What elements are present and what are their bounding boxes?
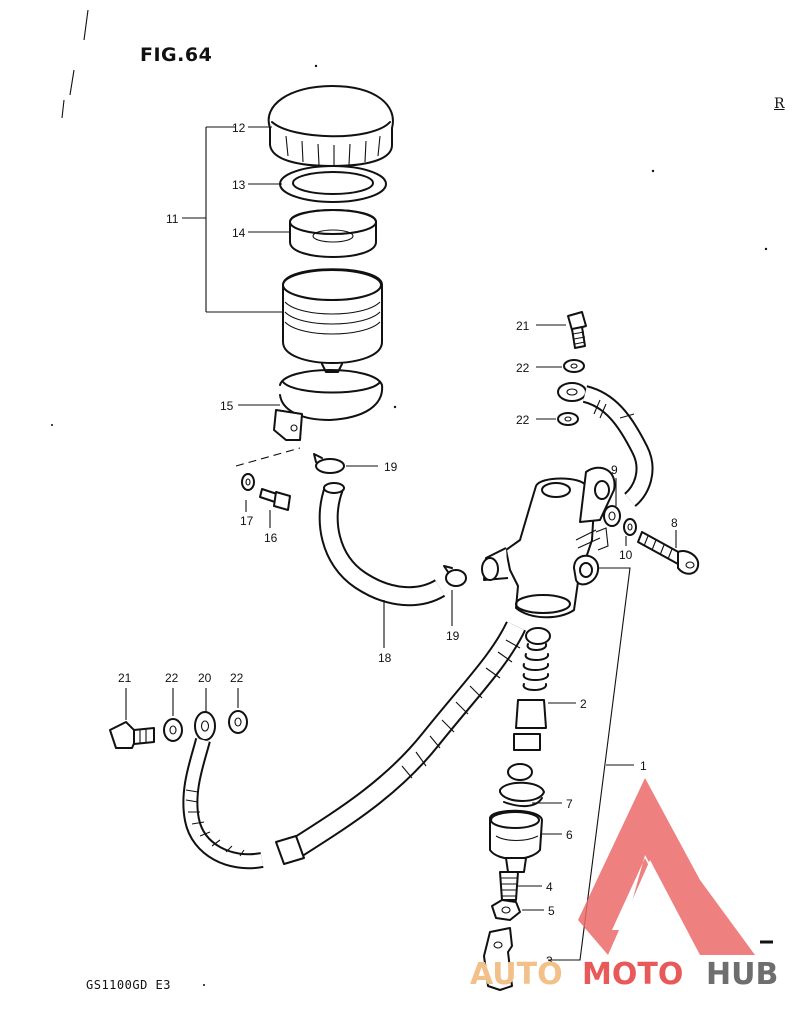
- callout-22-middle: 22: [516, 413, 530, 427]
- banjo-hose-20: [182, 711, 264, 870]
- reservoir-band: [273, 369, 384, 441]
- push-rod-4: [499, 871, 519, 901]
- callout-5: 5: [548, 904, 555, 918]
- callout-11: 11: [166, 212, 179, 226]
- leader-lines: [125, 126, 677, 961]
- watermark-word-3: HUB: [706, 957, 778, 992]
- corner-mark: R: [774, 96, 785, 112]
- gasket-ring: [279, 165, 387, 203]
- callout-3: 3: [546, 954, 553, 968]
- callout-13: 13: [232, 178, 246, 192]
- callout-4: 4: [546, 880, 553, 894]
- sealing-washer-22-right: [228, 710, 248, 734]
- callout-16: 16: [264, 531, 278, 545]
- washer-10: [623, 518, 637, 536]
- banjo-bolt-21-upper: [567, 311, 587, 349]
- callout-labels: 12 13 14 11 15 17 16 19 18 19 21 22 22 9…: [118, 121, 678, 968]
- callout-14: 14: [232, 226, 246, 240]
- callout-22-lower-left: 22: [165, 671, 179, 685]
- callout-15: 15: [220, 399, 234, 413]
- brake-hose-long: [275, 621, 526, 865]
- callout-22-lower-right: 22: [230, 671, 244, 685]
- callout-6: 6: [566, 828, 573, 842]
- watermark-word-2: MOTO: [582, 957, 683, 992]
- callout-10: 10: [619, 548, 633, 562]
- watermark-logo: [578, 778, 755, 955]
- mounting-bolt-8: [637, 531, 700, 575]
- circlip-7: [499, 763, 545, 808]
- watermark-triangle-icon: [578, 778, 755, 955]
- bolt-16: [259, 488, 291, 511]
- callout-8: 8: [671, 516, 678, 530]
- callout-22-upper: 22: [516, 361, 530, 375]
- lock-nut-5: [491, 899, 521, 921]
- sealing-washer-22-upper: [563, 359, 585, 373]
- watermark-word-1: AUTO: [470, 957, 563, 992]
- master-cylinder-body: [481, 466, 616, 619]
- washer-17: [241, 473, 255, 491]
- fitting-9: [603, 505, 621, 527]
- hose-clamp-upper: [313, 453, 345, 474]
- clevis-3: [483, 927, 513, 991]
- callout-17: 17: [240, 514, 254, 528]
- diaphragm-plate: [289, 209, 377, 258]
- reservoir-hose: [318, 482, 446, 607]
- reservoir-body: [282, 268, 383, 373]
- reservoir-cap: [267, 85, 394, 167]
- push-rod-boot-2: [513, 627, 551, 751]
- scan-marks: [51, 9, 773, 986]
- callout-21-lower: 21: [118, 671, 132, 685]
- callout-12: 12: [232, 121, 246, 135]
- model-code: GS1100GD E3: [86, 978, 171, 992]
- callout-9: 9: [611, 463, 618, 477]
- callout-7: 7: [566, 797, 573, 811]
- watermark-brand: AUTO MOTO HUB: [470, 957, 778, 992]
- callout-2: 2: [580, 697, 587, 711]
- callout-19-upper: 19: [384, 460, 398, 474]
- dust-boot-6: [489, 809, 543, 873]
- sealing-washer-22-lower: [557, 412, 579, 426]
- callout-18: 18: [378, 651, 392, 665]
- hose-clamp-lower: [443, 565, 467, 587]
- sealing-washer-22-left: [163, 718, 183, 742]
- banjo-bolt-21-lower: [109, 721, 155, 749]
- callout-20: 20: [198, 671, 212, 685]
- callout-19-lower: 19: [446, 629, 460, 643]
- figure-title: FIG.64: [140, 44, 213, 66]
- callout-1: 1: [640, 759, 647, 773]
- upper-brake-hose: [557, 382, 654, 507]
- callout-21-upper: 21: [516, 319, 530, 333]
